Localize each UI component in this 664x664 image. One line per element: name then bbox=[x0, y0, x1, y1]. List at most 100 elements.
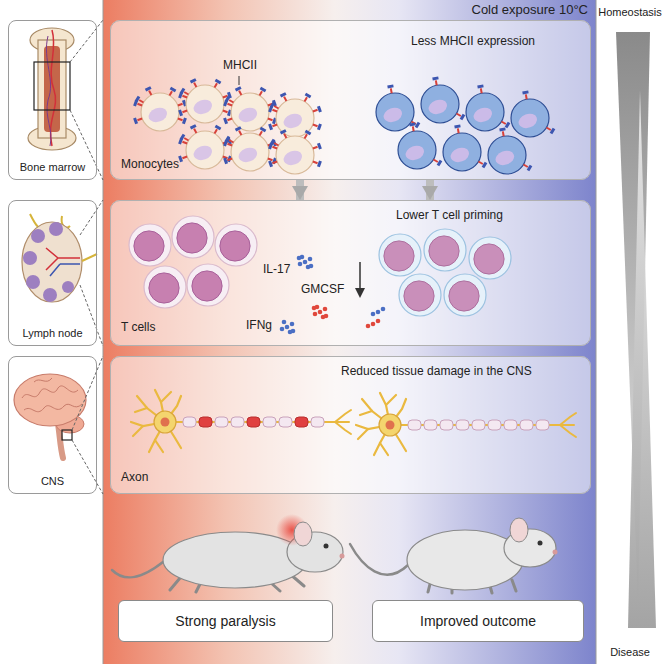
mhcii-receptor bbox=[182, 142, 187, 144]
myelin-segment bbox=[279, 417, 292, 427]
t-cell bbox=[399, 274, 441, 316]
soma bbox=[379, 414, 401, 436]
mhcii-receptor bbox=[191, 79, 196, 82]
stage-panel: Lower T cell primingIL-17GMCSFIFNgT cell… bbox=[110, 200, 591, 346]
mhcii-receptor bbox=[227, 104, 232, 106]
cytokine bbox=[324, 314, 329, 319]
lymph-node-drawing bbox=[43, 288, 57, 302]
axon-terminal bbox=[335, 422, 351, 434]
mhcii-receptor bbox=[281, 130, 286, 133]
monocyte bbox=[443, 126, 486, 171]
mhcii-receptor bbox=[523, 165, 527, 168]
cytokine bbox=[376, 310, 381, 315]
mhcii-receptor bbox=[270, 143, 272, 149]
monocyte bbox=[488, 129, 531, 174]
panel-label: Monocytes bbox=[121, 158, 179, 172]
brain-drawing bbox=[72, 440, 103, 494]
monocyte bbox=[225, 87, 276, 131]
nucleus bbox=[220, 231, 250, 261]
mhcii-receptor bbox=[435, 80, 438, 85]
monocyte bbox=[270, 130, 321, 174]
cytokine bbox=[280, 327, 285, 332]
flow-arrow bbox=[426, 180, 434, 200]
brain-drawing bbox=[62, 430, 72, 440]
monocyte bbox=[180, 125, 231, 169]
cytokine bbox=[290, 322, 295, 327]
organ-label: Lymph node bbox=[9, 327, 96, 340]
mhcii-receptor bbox=[180, 156, 182, 162]
brain-drawing bbox=[22, 386, 78, 398]
monocyte bbox=[398, 131, 436, 169]
monocyte bbox=[511, 92, 554, 137]
myelin-segment bbox=[440, 420, 453, 430]
lymph-node-drawing bbox=[26, 275, 40, 289]
bone-drawing bbox=[28, 20, 103, 180]
lymph-node-drawing bbox=[31, 229, 45, 243]
mhcii-receptor bbox=[260, 128, 265, 131]
monocyte bbox=[443, 133, 481, 171]
t-cell bbox=[424, 229, 466, 271]
mhcii-receptor bbox=[410, 124, 416, 125]
mhcii-receptor bbox=[180, 138, 182, 144]
mhcii-receptor bbox=[528, 165, 531, 170]
mhcii-receptor bbox=[305, 134, 308, 138]
gradient-wedge bbox=[616, 32, 656, 628]
mhcii-receptor bbox=[272, 110, 277, 112]
healthy-mouse bbox=[510, 518, 528, 542]
dendrite bbox=[386, 395, 396, 405]
panel-fill bbox=[110, 356, 591, 494]
monocyte bbox=[466, 86, 509, 131]
mhcii-receptor bbox=[313, 110, 318, 112]
mhcii-receptor bbox=[180, 92, 182, 98]
t-cell bbox=[215, 224, 257, 266]
mhcii-receptor bbox=[273, 118, 275, 124]
cell-illustration bbox=[129, 78, 576, 455]
monocyte bbox=[276, 136, 314, 174]
t-cell bbox=[444, 274, 486, 316]
mhcii-receptor bbox=[229, 140, 233, 143]
t-cell bbox=[129, 224, 171, 266]
nucleus bbox=[386, 421, 395, 430]
mhcii-receptor bbox=[478, 86, 484, 87]
monocyte bbox=[421, 85, 459, 123]
monocyte bbox=[466, 93, 504, 131]
mhcii-receptor bbox=[236, 127, 241, 130]
background bbox=[103, 0, 104, 664]
mhcii-receptor bbox=[225, 140, 227, 146]
cytokine bbox=[312, 306, 317, 311]
mhcii-receptor bbox=[270, 106, 272, 112]
monocyte bbox=[398, 124, 441, 169]
brain-drawing bbox=[14, 356, 103, 494]
cytokine bbox=[371, 322, 376, 327]
myelin-segment bbox=[199, 417, 212, 427]
myelin-segment bbox=[536, 420, 549, 430]
flow-arrow bbox=[296, 180, 304, 200]
monocyte bbox=[186, 131, 224, 169]
mhcii-receptor bbox=[137, 118, 142, 120]
scale-label: Disease bbox=[610, 646, 650, 659]
paralysed-mouse bbox=[294, 522, 312, 546]
monocyte bbox=[376, 86, 419, 131]
lymph-node-drawing bbox=[80, 200, 103, 235]
myelin-segment bbox=[295, 417, 308, 427]
monocyte bbox=[231, 133, 269, 171]
monocyte bbox=[270, 93, 321, 137]
cytokine bbox=[297, 256, 302, 261]
mhcii-receptor bbox=[388, 86, 394, 87]
cytokine bbox=[282, 320, 287, 325]
mhcii-receptor bbox=[268, 118, 273, 120]
mhcii-receptor bbox=[416, 122, 419, 127]
mhcii-receptor bbox=[461, 114, 464, 119]
mhcii-receptor bbox=[455, 126, 461, 127]
monocyte bbox=[511, 99, 549, 137]
mhcii-receptor bbox=[284, 97, 286, 101]
brain-drawing bbox=[24, 404, 82, 412]
organ-box: CNS bbox=[8, 356, 97, 494]
panel-label: IFNg bbox=[246, 319, 272, 333]
mhcii-receptor bbox=[228, 110, 230, 116]
mhcii-receptor bbox=[225, 100, 227, 106]
nucleus bbox=[382, 105, 405, 124]
mhcii-receptor bbox=[215, 83, 218, 87]
